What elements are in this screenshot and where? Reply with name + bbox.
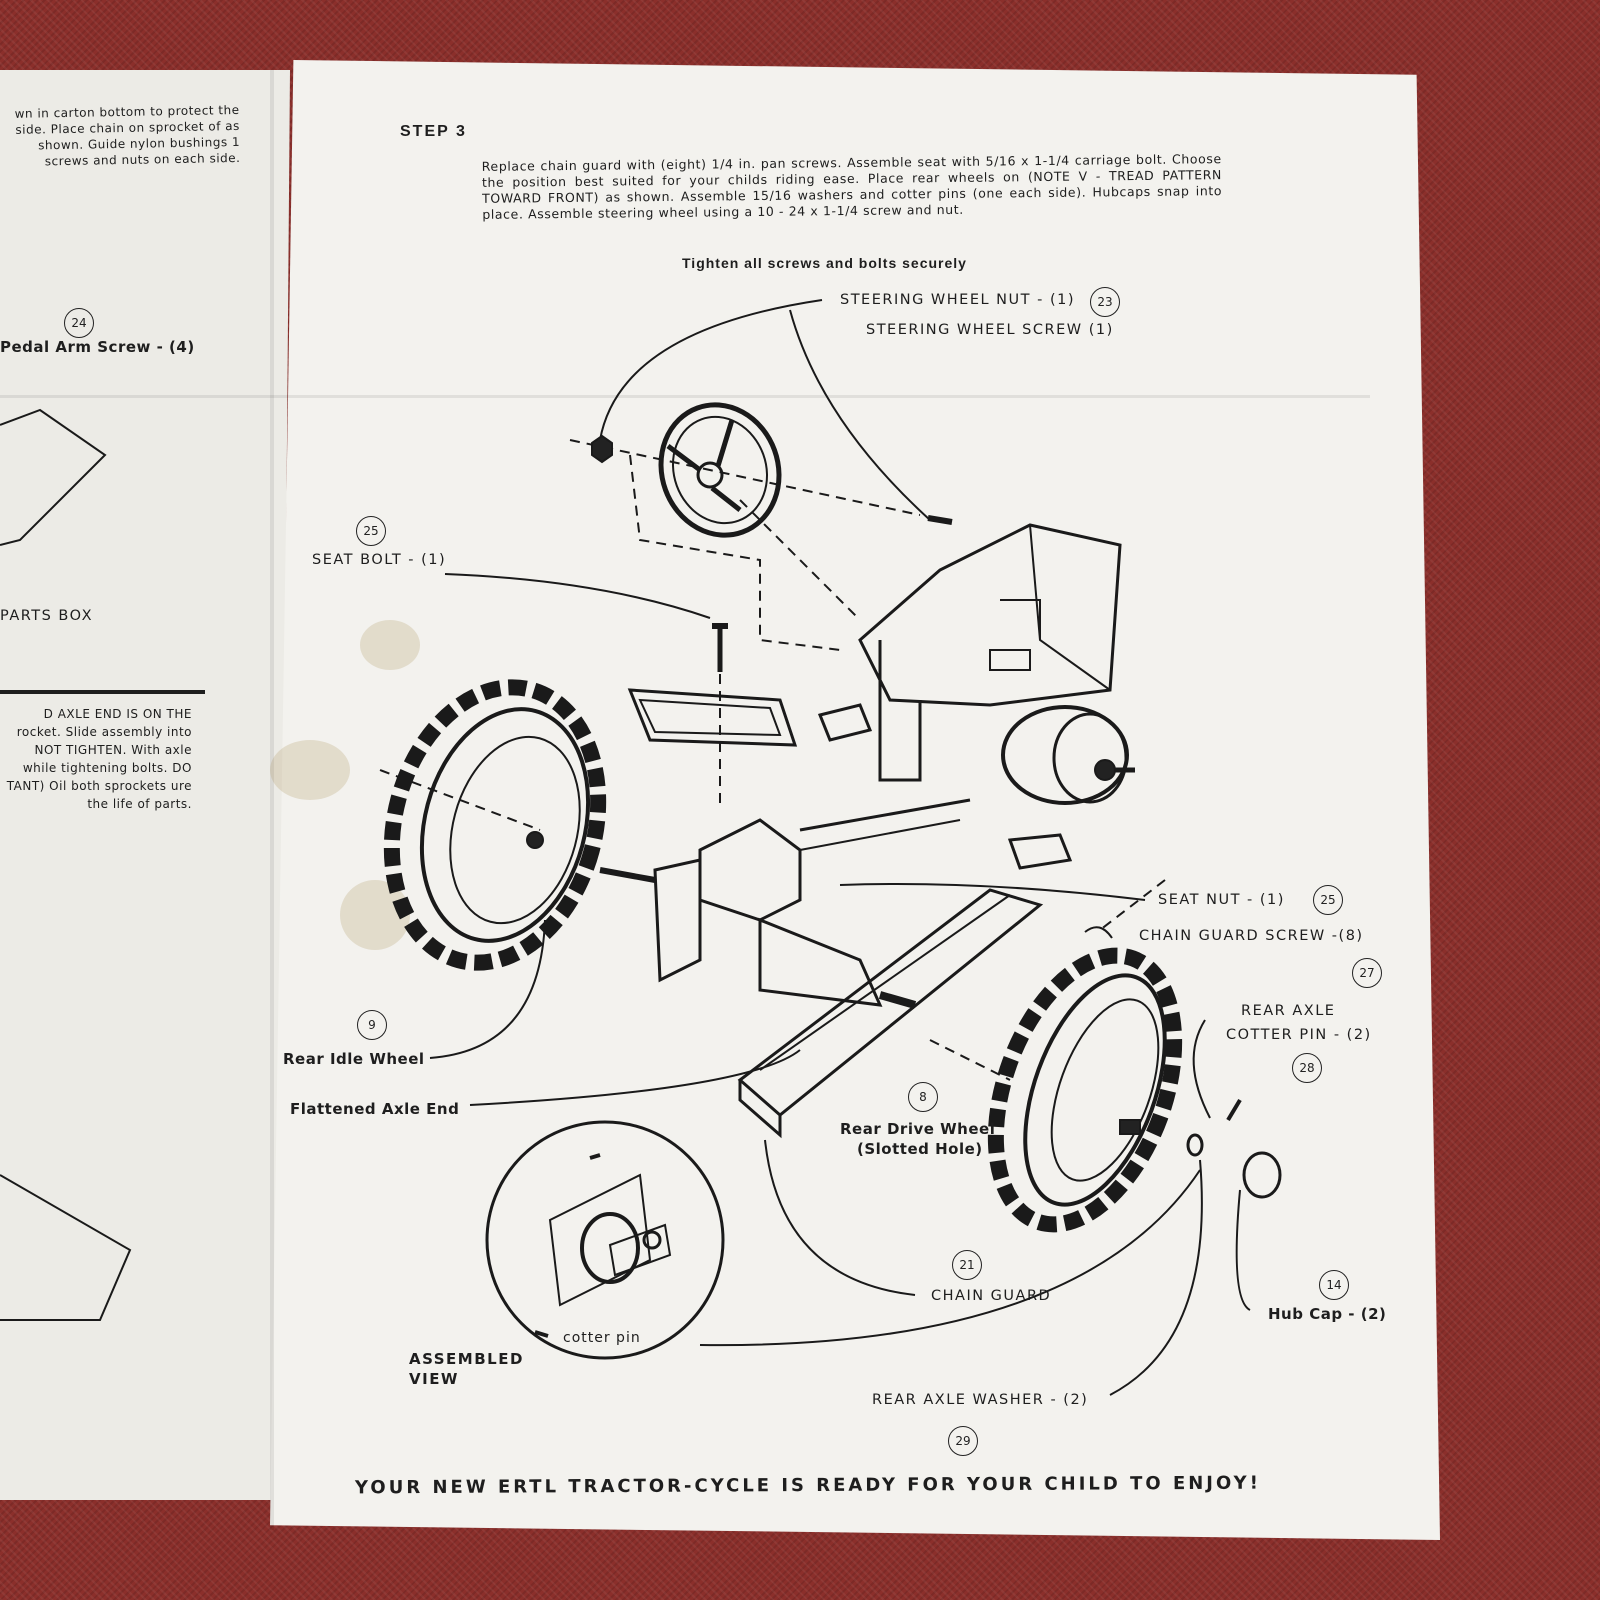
cotter-pin-callout: cotter pin bbox=[563, 1330, 641, 1346]
hub-cap-label: Hub Cap - (2) bbox=[1268, 1305, 1387, 1323]
rear-axle-cotter-pin-label-line1: REAR AXLE bbox=[1241, 1003, 1336, 1019]
steering-wheel-screw-label: STEERING WHEEL SCREW (1) bbox=[866, 322, 1114, 338]
rear-axle-cotter-pin-label-line2: COTTER PIN - (2) bbox=[1226, 1027, 1372, 1043]
pedal-arm-screw-label: Pedal Arm Screw - (4) bbox=[0, 338, 195, 356]
rear-drive-wheel-label-line2: (Slotted Hole) bbox=[857, 1140, 983, 1158]
step-title: STEP 3 bbox=[400, 123, 467, 140]
assembled-view-label-line2: VIEW bbox=[409, 1370, 459, 1388]
paper-fold-horizontal bbox=[0, 395, 1370, 398]
left-page-axle-instructions: D AXLE END IS ON THE rocket. Slide assem… bbox=[6, 707, 192, 811]
chain-guard-label: CHAIN GUARD bbox=[931, 1288, 1052, 1304]
part-number-chain-guard-screw: 27 bbox=[1352, 958, 1382, 988]
left-page bbox=[0, 70, 290, 1500]
part-number-rear-drive-wheel: 8 bbox=[908, 1082, 938, 1112]
part-number-steering-wheel-nut: 23 bbox=[1090, 287, 1120, 317]
part-number-pedal-arm-screw: 24 bbox=[64, 308, 94, 338]
parts-box-label: PARTS BOX bbox=[0, 608, 94, 624]
rear-axle-washer-label: REAR AXLE WASHER - (2) bbox=[872, 1392, 1089, 1408]
seat-nut-label: SEAT NUT - (1) bbox=[1158, 892, 1285, 908]
water-stain bbox=[360, 620, 420, 670]
steering-wheel-nut-label: STEERING WHEEL NUT - (1) bbox=[840, 292, 1075, 308]
paper-fold-vertical bbox=[270, 70, 274, 1530]
section-divider bbox=[0, 690, 205, 694]
water-stain bbox=[270, 740, 350, 800]
carton-drawing bbox=[0, 1174, 132, 1321]
assembled-view-label-line1: ASSEMBLED bbox=[409, 1350, 524, 1368]
part-number-seat-nut: 25 bbox=[1313, 885, 1343, 915]
flattened-axle-end-label: Flattened Axle End bbox=[290, 1100, 460, 1118]
part-number-seat-bolt: 25 bbox=[356, 516, 386, 546]
rear-idle-wheel-label: Rear Idle Wheel bbox=[283, 1050, 425, 1068]
rear-drive-wheel-label-line1: Rear Drive Wheel bbox=[840, 1120, 996, 1138]
part-number-rear-idle-wheel: 9 bbox=[357, 1010, 387, 1040]
seat-bolt-label: SEAT BOLT - (1) bbox=[312, 552, 447, 568]
part-number-hub-cap: 14 bbox=[1319, 1270, 1349, 1300]
part-number-rear-axle-cotter-pin: 28 bbox=[1292, 1053, 1322, 1083]
part-number-rear-axle-washer: 29 bbox=[948, 1426, 978, 1456]
right-page bbox=[270, 60, 1440, 1540]
tighten-note: Tighten all screws and bolts securely bbox=[682, 255, 967, 271]
part-number-chain-guard: 21 bbox=[952, 1250, 982, 1280]
chain-guard-screw-label: CHAIN GUARD SCREW -(8) bbox=[1139, 928, 1364, 944]
parts-box-drawing bbox=[0, 408, 107, 546]
